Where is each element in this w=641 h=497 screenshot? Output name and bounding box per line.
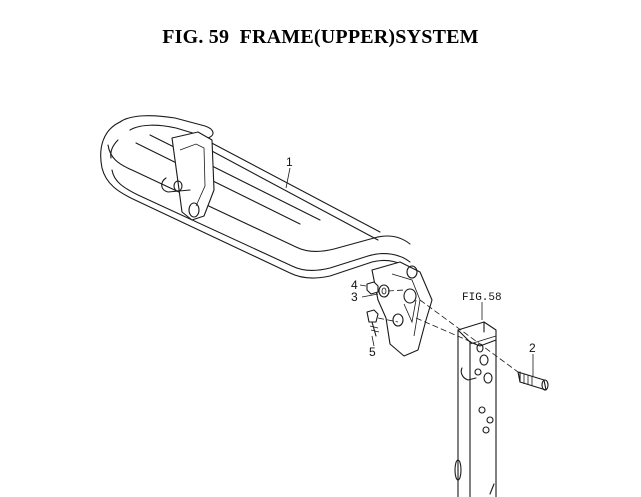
callout-part-4: 4: [351, 278, 358, 292]
upper-frame-part-1: [100, 115, 433, 357]
assembly-line-pin-lower: [415, 317, 477, 345]
bolt-part-5: [366, 309, 380, 337]
assembly-line-nut: [387, 289, 405, 292]
callout-part-2: 2: [529, 341, 536, 355]
figure-title: FIG. 59 FRAME(UPPER)SYSTEM: [162, 26, 479, 48]
nut-part-4: [366, 281, 379, 295]
assembly-line-pin: [419, 299, 519, 373]
pin-part-2: [517, 371, 549, 391]
leader-part-1: [285, 167, 291, 189]
callout-ref-fig58: FIG.58: [462, 292, 502, 304]
callout-part-1: 1: [286, 155, 293, 169]
callout-part-5: 5: [369, 345, 376, 359]
mast-plate-fig58: [454, 321, 497, 497]
assembly-line-bolt: [377, 317, 399, 323]
washer-part-3: [378, 284, 390, 298]
leader-part-3: [361, 293, 379, 298]
leader-part-4: [359, 284, 367, 287]
leader-part-5: [371, 335, 375, 347]
callout-part-3: 3: [351, 290, 358, 304]
